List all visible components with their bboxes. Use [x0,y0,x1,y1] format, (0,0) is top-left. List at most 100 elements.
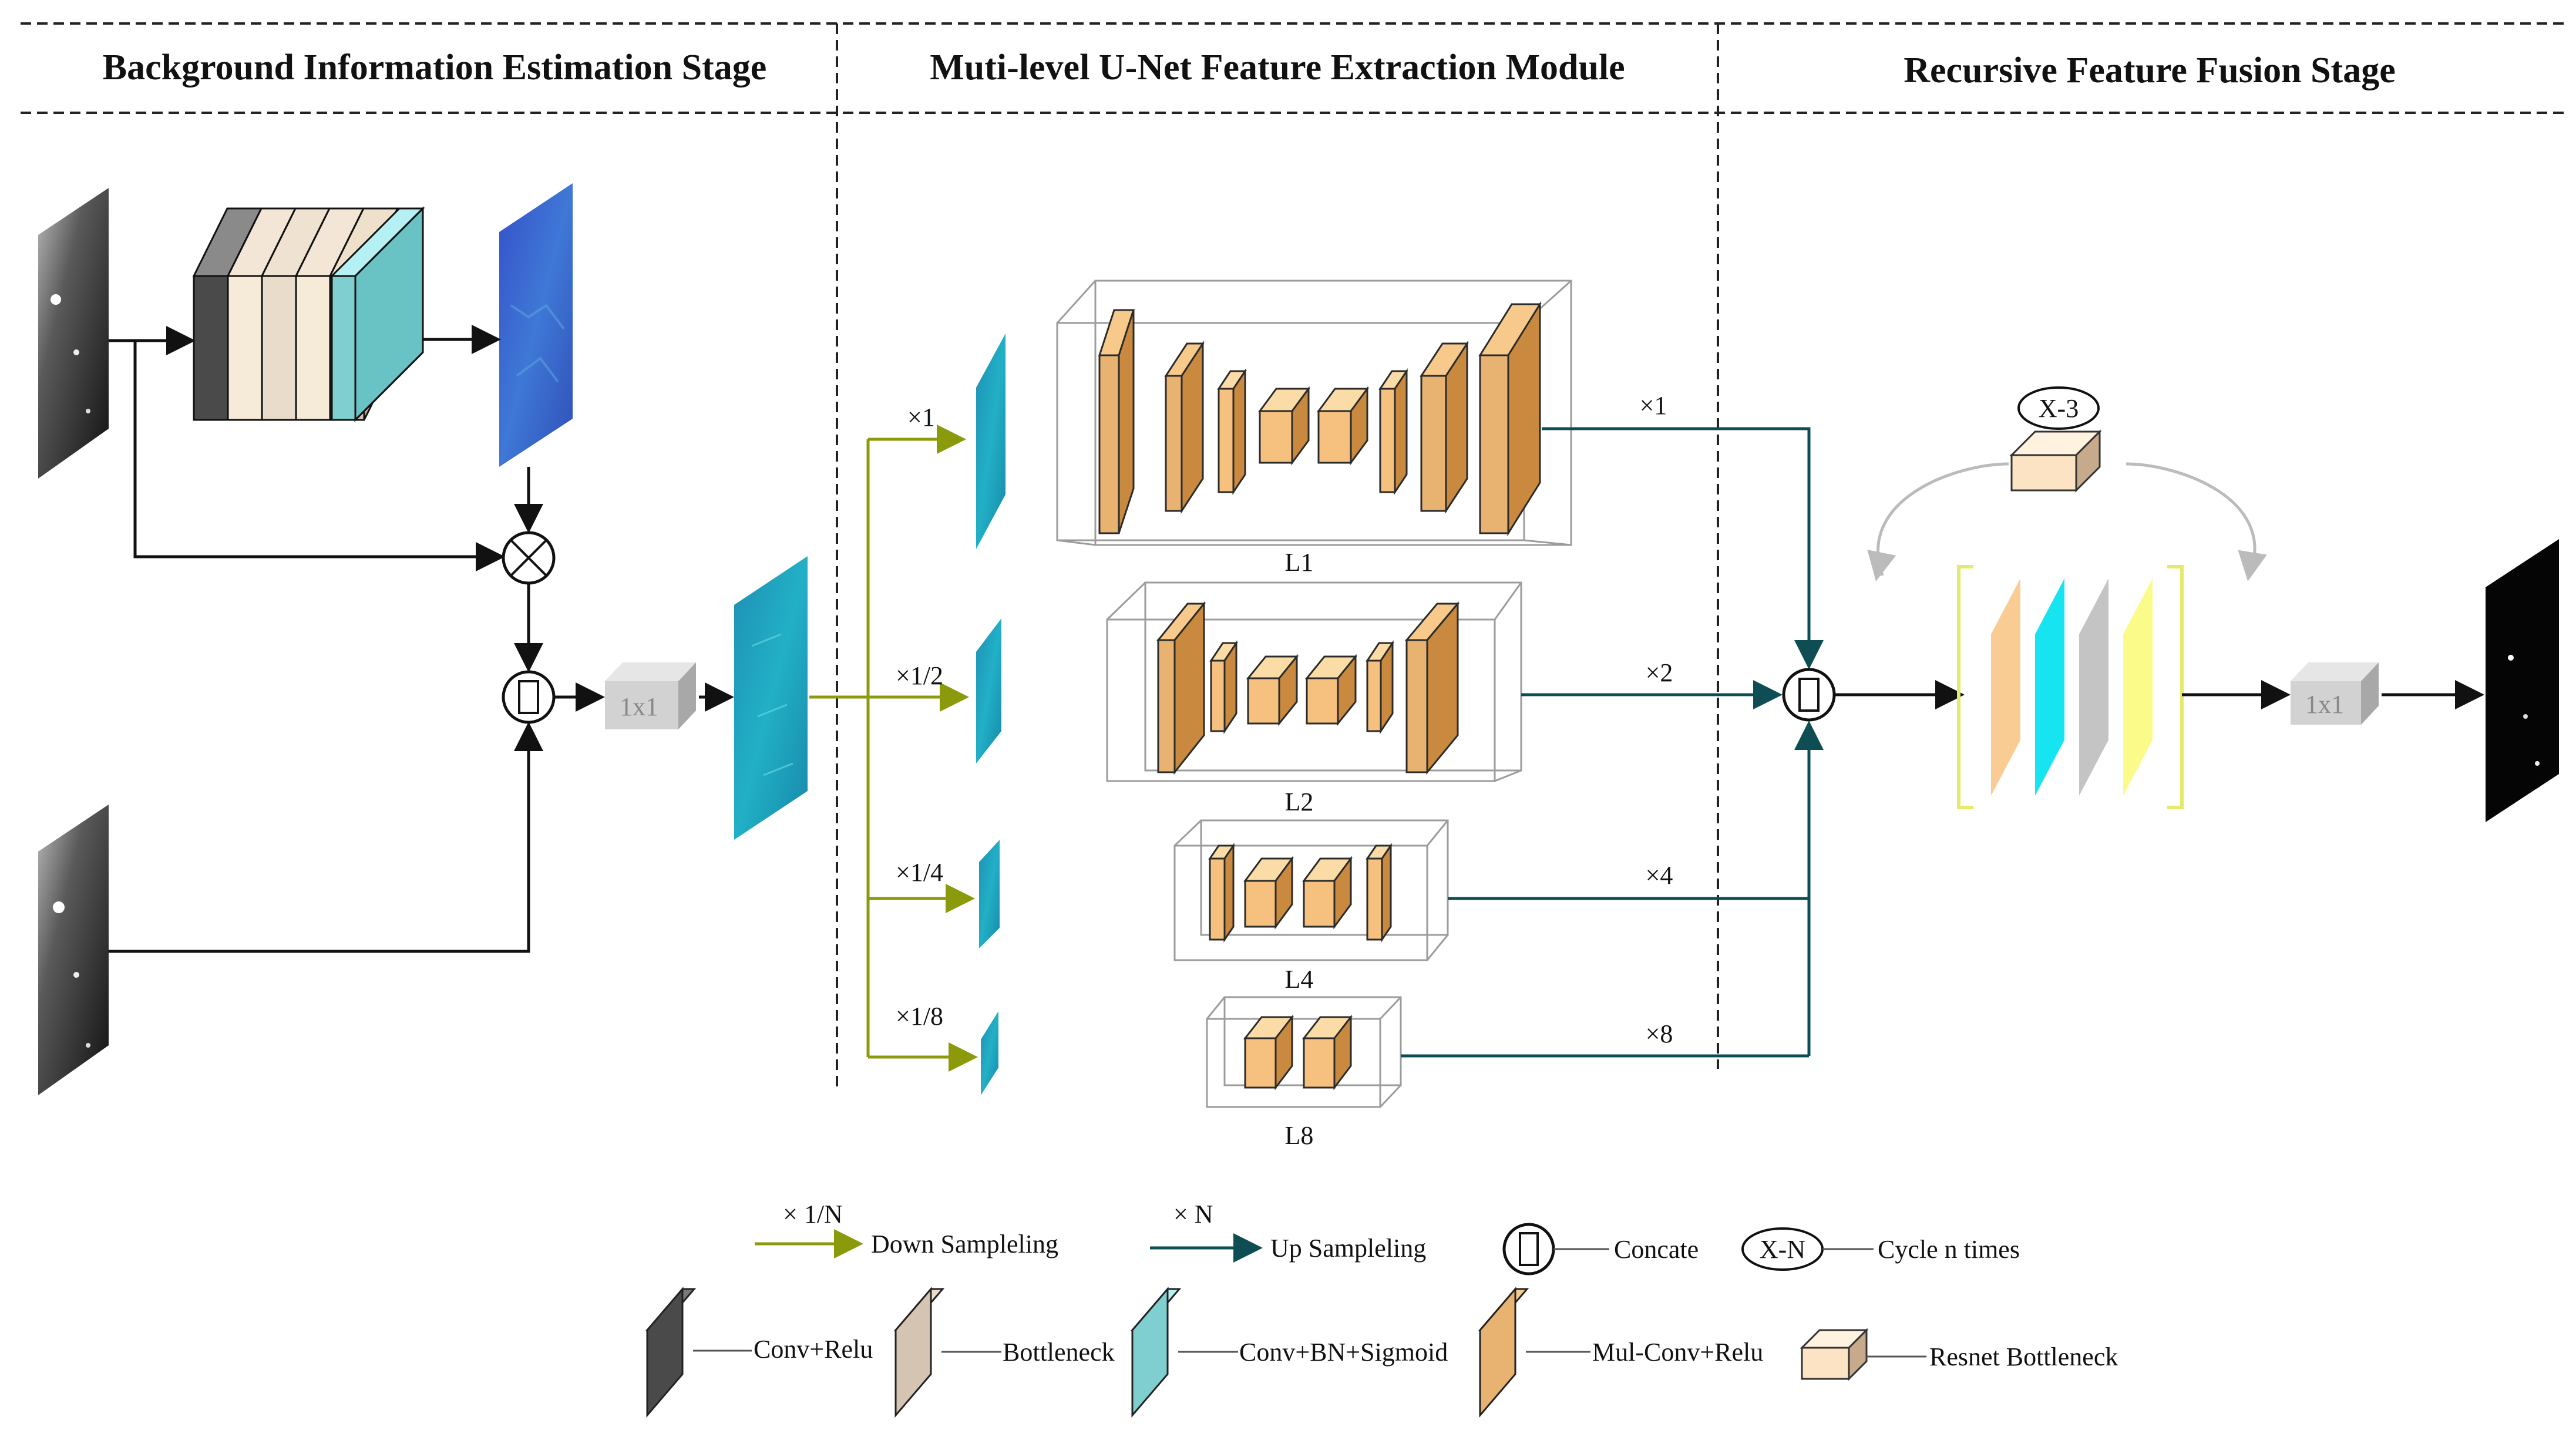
branch-input-l2 [976,618,1001,763]
unet-l2-enc-3 [1246,654,1299,726]
legend-conv-relu-label: Conv+Relu [754,1335,873,1364]
legend-concat-icon [1502,1223,1555,1276]
unet-l1-dec-2 [1420,340,1469,514]
legend-down-symbol: × 1/N [783,1200,843,1229]
skip-input-to-multiply [133,341,505,571]
stage-title-fusion: Recursive Feature Fusion Stage [1904,51,2395,90]
legend-up-symbol: × N [1173,1200,1213,1229]
legend-resnet-bottleneck-icon [1800,1328,1869,1381]
stage-title-unet: Muti-level U-Net Feature Extraction Modu… [930,48,1625,88]
unet-l1-dec-3 [1378,368,1408,495]
legend-conv-relu-icon [645,1286,697,1418]
down-label-l1: ×1 [907,403,935,432]
level-label-l2: L2 [1285,788,1314,816]
unet-l1-enc-2 [1164,340,1205,514]
unet-l4-dec-1 [1366,843,1393,943]
unet-l8-dec-1 [1302,1014,1353,1091]
unet-l2-enc-2 [1209,640,1238,734]
arrow-input2-to-concat [109,722,543,953]
unet-l1-enc-3 [1217,368,1247,495]
unet-l1-enc-1 [1098,309,1135,534]
conv1x1-block-1: 1x1 [605,662,696,729]
multiply-node [502,531,556,585]
estimation-network-stack [192,206,425,422]
unet-l4-dec-2 [1302,856,1353,930]
legend-conv-bn-sigmoid-icon [1130,1286,1182,1418]
fusion-bracket [1957,565,2184,809]
legend-bottleneck-label: Bottleneck [1003,1338,1115,1367]
unet-l8-box [1206,996,1402,1108]
level-label-l1: L1 [1285,548,1314,577]
background-estimate-map [499,183,573,467]
unet-l4-enc-1 [1208,843,1235,943]
unet-l2-dec-1 [1404,601,1460,775]
fused-feature-map [734,556,808,840]
legend-bottleneck-icon [893,1286,945,1418]
legend-mul-conv-relu-icon [1478,1286,1529,1418]
level-label-l4: L4 [1285,965,1314,994]
cycle-ellipse: X-3 [2017,386,2100,430]
unet-l1-dec-4 [1317,386,1369,466]
unet-stage: ×1 ×1/2 ×1/4 ×1/8 [809,280,1824,1150]
output-image [2486,539,2559,822]
conv1x1-block-2: 1x1 [2291,662,2379,725]
up-label-l2: ×2 [1646,658,1673,687]
input-image-bottom [38,805,109,1095]
legend-concat-label: Concate [1614,1235,1699,1264]
cycle-ellipse-label: X-3 [2039,394,2079,423]
branch-input-l4 [979,840,1000,948]
legend-cycle-label: Cycle n times [1878,1235,2020,1264]
legend-cycle-icon: X-N [1741,1227,1824,1271]
up-label-l8: ×8 [1646,1019,1673,1048]
branch-input-l1 [976,334,1005,549]
fusion-stage: X-3 1x1 [1782,386,2559,822]
legend: × 1/N Down Sampleling × N Up Sampleling … [645,1200,2118,1418]
recursion-arrow-right [2238,550,2267,581]
legend-conv-bn-sigmoid-label: Conv+BN+Sigmoid [1239,1338,1448,1367]
legend-mul-conv-relu-label: Mul-Conv+Relu [1592,1338,1763,1367]
unet-l2-dec-3 [1304,654,1358,726]
unet-l2: L2 [1106,581,1522,816]
resnet-bottleneck-block [2009,429,2102,493]
fusion-layer-cyan [2035,578,2064,796]
down-label-l2: ×1/2 [896,661,943,690]
concat-node-2 [1782,668,1836,722]
conv-bn-sigmoid-layer [329,206,425,422]
conv1x1-label-2: 1x1 [2305,690,2344,719]
unet-l8: L8 [1206,996,1402,1150]
unet-l1: L1 [1056,280,1572,577]
unet-l1-enc-4 [1258,386,1310,466]
level-label-l8: L8 [1285,1121,1314,1150]
unet-l2-dec-2 [1366,640,1394,734]
down-label-l4: ×1/4 [896,858,943,887]
legend-resnet-bottleneck-label: Resnet Bottleneck [1929,1342,2118,1371]
branch-input-l8 [981,1011,998,1095]
up-line-l4 [1448,721,1824,900]
recursion-loop [1876,462,2256,576]
legend-cycle-symbol: X-N [1760,1235,1805,1264]
unet-l2-box [1106,581,1522,782]
up-label-l1: ×1 [1640,391,1667,420]
unet-l1-dec-1 [1478,301,1542,537]
unet-l4-box [1173,819,1449,961]
legend-up-label: Up Sampleling [1270,1234,1426,1263]
unet-l8-enc-1 [1243,1014,1294,1091]
up-line-l1 [1542,427,1824,669]
recursion-arrow-left [1867,549,1896,581]
unet-l2-enc-1 [1156,601,1206,775]
header: Background Information Estimation Stage … [21,22,2567,1086]
legend-down-label: Down Sampleling [871,1230,1058,1258]
background-stage: 1x1 [38,183,808,1095]
fusion-layer-orange [1991,578,2020,796]
stage-title-background: Background Information Estimation Stage [103,48,766,88]
unet-l4: L4 [1173,819,1449,994]
fusion-layer-grey [2079,578,2108,796]
down-label-l8: ×1/8 [896,1002,943,1031]
unet-l4-enc-2 [1243,856,1294,930]
input-image-top [38,188,109,479]
up-label-l4: ×4 [1646,861,1673,890]
fusion-layer-yellow [2123,578,2153,796]
concat-node-1 [502,670,556,724]
conv1x1-label-1: 1x1 [620,692,658,721]
